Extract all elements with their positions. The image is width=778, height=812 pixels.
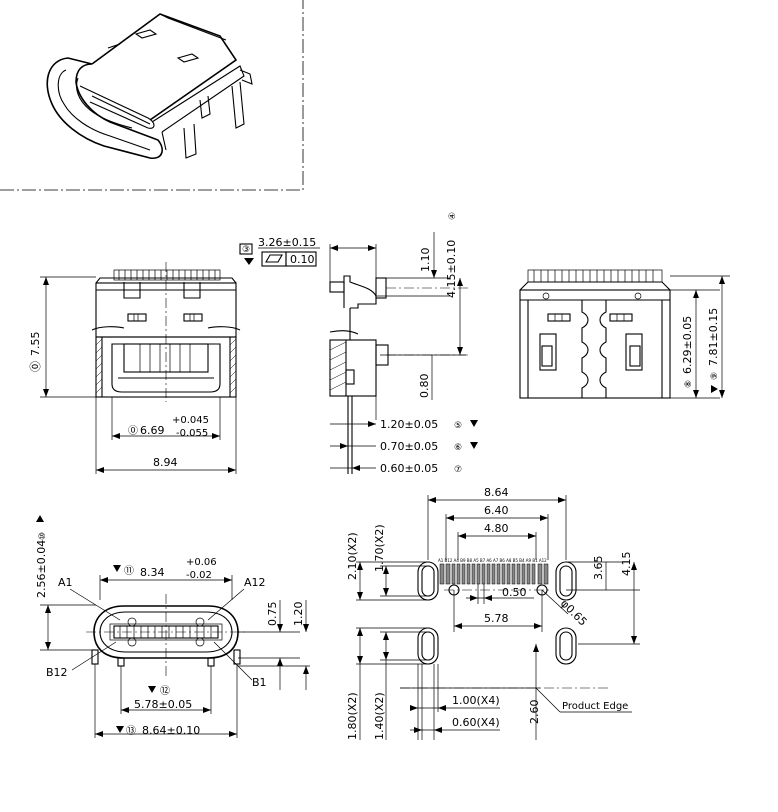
dim-864: 8.64 [484, 486, 509, 499]
dim-110: 1.10 [419, 248, 432, 273]
dim-09-label: ⑨ [710, 372, 720, 380]
dim-060-005: 0.60±0.05 [380, 462, 438, 475]
dim-180x2: 1.80(X2) [346, 692, 359, 740]
dim-05-label: ⑤ [454, 421, 462, 431]
pcb-footprint: 8.64 6.40 4.80 2.10(X2) 1.70(X2) [346, 486, 640, 740]
dim-02-label: ⓪ [128, 425, 138, 437]
dim-640: 6.40 [484, 504, 509, 517]
dim-669: 6.69 [140, 424, 165, 437]
dim-578-005: 5.78±0.05 [134, 698, 192, 711]
dim-170x2: 1.70(X2) [373, 524, 386, 572]
tol-minus-002: -0.02 [186, 570, 212, 581]
dim-781: 7.81±0.15 [707, 308, 720, 366]
pad-pin-labels: A1 B12 A4 B9 B8 A5 B7 A6 A7 B6 A8 B5 B4 … [438, 558, 547, 563]
dim-phi065: φ0.65 [558, 597, 590, 629]
dim-050: 0.50 [502, 586, 527, 599]
dim-140x2: 1.40(X2) [373, 692, 386, 740]
product-edge-label: Product Edge [562, 701, 628, 712]
dim-03-label: ③ [242, 245, 250, 255]
dim-578: 5.78 [484, 612, 509, 625]
tol-plus-0045: +0.045 [172, 415, 209, 426]
front-view: ⓪ 7.55 ⓪ 6.69 +0.045 -0.055 8.94 [29, 262, 241, 474]
dim-08-label: ⑧ [684, 380, 694, 388]
dim-834: 8.34 [140, 566, 165, 579]
dim-075: 0.75 [266, 602, 279, 627]
dim-210x2: 2.10(X2) [346, 532, 359, 580]
dim-629: 6.29±0.05 [681, 316, 694, 374]
mating-face-view: ⑩ 2.56±0.04 ⑪ 8.34 +0.06 -0.02 A1 A12 [35, 515, 310, 738]
dim-480: 4.80 [484, 522, 509, 535]
dim-326: 3.26±0.15 [258, 236, 316, 249]
pin-label-a12: A12 [244, 576, 266, 589]
dim-12-label: ⑫ [160, 685, 170, 697]
dim-256: 2.56±0.04 [35, 540, 48, 598]
dim-080: 0.80 [418, 374, 431, 399]
pin-label-b12: B12 [46, 666, 68, 679]
dim-10-label: ⑩ [38, 532, 48, 540]
dim-864-010: 8.64±0.10 [142, 724, 200, 737]
dim-100x4: 1.00(X4) [452, 694, 500, 707]
dim-060x4: 0.60(X4) [452, 716, 500, 729]
side-view: ③ 3.26±0.15 0.10 [239, 212, 478, 475]
dim-120-005: 1.20±0.05 [380, 418, 438, 431]
dim-01-label: ⓪ [29, 361, 42, 372]
dim-415: 4.15 [620, 552, 633, 577]
dim-13-label: ⑬ [126, 725, 136, 737]
dim-06-label: ⑥ [454, 443, 462, 453]
dim-07-label: ⑦ [454, 465, 462, 475]
dim-11-label: ⑪ [124, 565, 134, 577]
tol-minus-0055: -0.055 [176, 428, 208, 439]
dim-04-label: ④ [448, 212, 458, 220]
dim-120: 1.20 [292, 602, 305, 627]
pin-label-a1: A1 [58, 576, 73, 589]
dim-415-010: 4.15±0.10 [445, 240, 458, 298]
flatness-value: 0.10 [290, 253, 315, 266]
pin-label-b1: B1 [252, 676, 267, 689]
rear-view: ⑧ 6.29±0.05 ⑨ 7.81±0.15 [519, 269, 730, 399]
dim-260: 2.60 [528, 700, 541, 725]
dim-365: 3.65 [592, 556, 605, 581]
dim-755: 7.55 [29, 332, 42, 357]
dim-070-005: 0.70±0.05 [380, 440, 438, 453]
dim-894: 8.94 [153, 456, 178, 469]
isometric-view [0, 0, 304, 191]
tol-plus-006: +0.06 [186, 557, 217, 568]
